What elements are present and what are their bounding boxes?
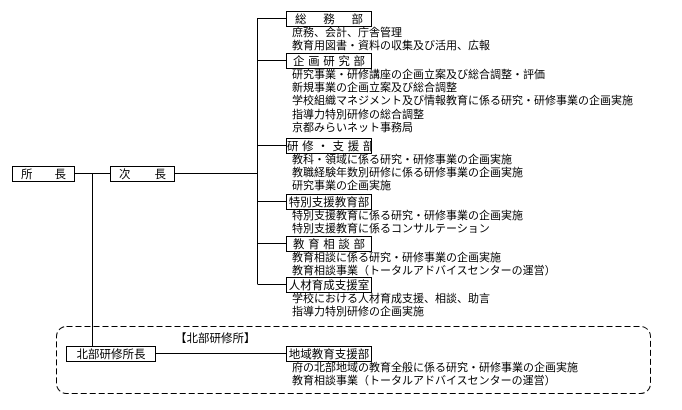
duty-item: 府の北部地域の教育全般に係る研究・研修事業の企画実施 (292, 361, 578, 374)
duty-item: 研究事業・研修講座の企画立案及び総合調整・評価 (292, 68, 545, 81)
director-box: 所 長 (12, 166, 75, 182)
dept-regional-support-duties: 府の北部地域の教育全般に係る研究・研修事業の企画実施 教育相談事業（トータルアド… (292, 361, 578, 387)
dept-counseling-duties: 教育相談に係る研究・研修事業の企画実施 教育相談事業（トータルアドバイスセンター… (292, 251, 556, 277)
duty-item: 教科・領域に係る研究・研修事業の企画実施 (292, 153, 512, 166)
duty-item: 学校における人材育成支援、相談、助言 (292, 292, 490, 305)
duty-item: 特別支援教育に係るコンサルテーション (292, 222, 490, 236)
dept-general-affairs-duties: 庶務、会計、庁舎管理 教育用図書・資料の収集及び活用、広報 (292, 26, 490, 52)
duty-item: 京都みらいネット事務局 (292, 120, 413, 134)
dept-regional-support: 地域教育支援部 (286, 346, 372, 362)
dept-planning-research: 企 画 研 究 部 (286, 53, 372, 69)
duty-item: 教育用図書・資料の収集及び活用、広報 (292, 39, 490, 53)
dept-hr-development-duties: 学校における人材育成支援、相談、助言 指導力特別研修の企画実施 (292, 292, 490, 318)
duty-item: 教育相談事業（トータルアドバイスセンターの運営） (292, 374, 556, 388)
duty-item: 指導力特別研修の企画実施 (292, 305, 424, 319)
duty-item: 庶務、会計、庁舎管理 (292, 26, 402, 39)
deputy-box: 次 長 (110, 166, 175, 182)
dept-planning-research-duties: 研究事業・研修講座の企画立案及び総合調整・評価 新規事業の企画立案及び総合調整 … (292, 68, 633, 134)
duty-item: 研究事業の企画実施 (292, 179, 391, 193)
duty-item: 教育相談に係る研究・研修事業の企画実施 (292, 251, 501, 264)
dept-training-support: 研 修 ・ 支 援 部 (286, 138, 372, 154)
dept-special-needs-duties: 特別支援教育に係る研究・研修事業の企画実施 特別支援教育に係るコンサルテーション (292, 209, 523, 235)
duty-item: 指導力特別研修の総合調整 (292, 107, 424, 121)
duty-item: 新規事業の企画立案及び総合調整 (292, 81, 457, 95)
dept-counseling: 教 育 相 談 部 (286, 236, 372, 252)
north-head-box: 北部研修所長 (66, 346, 156, 362)
dept-general-affairs: 総 務 部 (286, 11, 372, 27)
dept-hr-development: 人材育成支援室 (286, 277, 372, 293)
duty-item: 特別支援教育に係る研究・研修事業の企画実施 (292, 209, 523, 222)
duty-item: 学校組織マネジメント及び情報教育に係る研究・研修事業の企画実施 (292, 94, 633, 108)
dept-training-support-duties: 教科・領域に係る研究・研修事業の企画実施 教職経験年数別研修に係る研修事業の企画… (292, 153, 523, 193)
duty-item: 教育相談事業（トータルアドバイスセンターの運営） (292, 264, 556, 278)
duty-item: 教職経験年数別研修に係る研修事業の企画実施 (292, 166, 523, 180)
dept-special-needs: 特別支援教育部 (286, 194, 372, 210)
north-section-label: 【北部研修所】 (175, 331, 256, 345)
